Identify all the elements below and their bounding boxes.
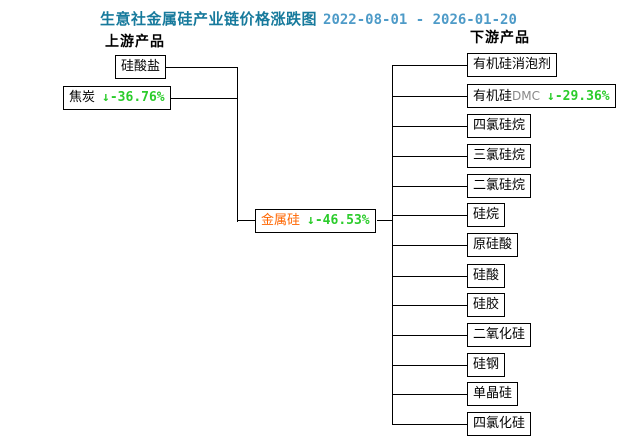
page-title: 生意社金属硅产业链价格涨跌图 2022-08-01 - 2026-01-20 [100,8,517,29]
node-label: 焦炭 [69,90,96,105]
node-label: 硅烷 [473,207,500,222]
connector-line [392,96,467,97]
price-change-badge: ↓-36.76% [102,90,165,105]
node-label: 二氧化硅 [473,327,526,342]
node-trichlorosilane: 三氯硅烷 [467,144,532,168]
node-label: 硅酸盐 [121,59,161,74]
connector-line [392,276,467,277]
connector-line [392,186,467,187]
node-label: 硅胶 [473,297,500,312]
node-label: 硅酸 [473,268,500,283]
node-tetrachlorosilane: 四氯硅烷 [467,114,532,138]
node-monocrystalline-silicon: 单晶硅 [467,382,519,406]
downstream-header: 下游产品 [470,30,530,46]
node-label: 单晶硅 [473,386,513,401]
node-silicone-dmc: 有机硅DMC ↓-29.36% [467,84,616,108]
node-label: 二氯硅烷 [473,178,526,193]
node-silicone-defoamer: 有机硅消泡剂 [467,53,558,77]
node-label: 四氯硅烷 [473,118,526,133]
connector-line [237,67,238,222]
node-label: 四氯化硅 [473,416,526,431]
connector-line [392,215,467,216]
price-change-badge: ↓-29.36% [547,89,610,104]
connector-line [237,220,256,221]
node-coke: 焦炭 ↓-36.76% [63,86,171,110]
upstream-header: 上游产品 [105,34,165,50]
connector-line [392,65,467,66]
node-silicon-dioxide: 二氧化硅 [467,323,532,347]
node-label-suffix: DMC [512,89,540,103]
connector-line [392,394,467,395]
node-silica-gel: 硅胶 [467,293,506,317]
connector-line [170,98,238,99]
node-dichlorosilane: 二氯硅烷 [467,174,532,198]
node-silicate: 硅酸盐 [115,55,167,79]
node-label: 原硅酸 [473,237,513,252]
title-text: 生意社金属硅产业链价格涨跌图 [100,10,318,28]
node-silane: 硅烷 [467,203,506,227]
node-label: 金属硅 [261,213,301,228]
node-label: 三氯硅烷 [473,148,526,163]
connector-line [392,156,467,157]
connector-line [392,245,467,246]
node-label: 硅钢 [473,357,500,372]
node-silicic-acid: 硅酸 [467,264,506,288]
node-silicon-steel: 硅钢 [467,353,506,377]
connector-line [392,365,467,366]
connector-line [166,67,238,68]
title-date-range: 2022-08-01 - 2026-01-20 [323,12,517,28]
price-change-badge: ↓-46.53% [307,213,370,228]
node-silicon-tetrachloride: 四氯化硅 [467,412,532,436]
connector-line [392,424,467,425]
connector-line [392,305,467,306]
node-label: 有机硅消泡剂 [473,57,552,72]
connector-line [377,220,393,221]
node-orthosilicic-acid: 原硅酸 [467,233,519,257]
connector-line [392,335,467,336]
connector-line [392,126,467,127]
node-metal-silicon: 金属硅 ↓-46.53% [255,209,376,233]
node-label: 有机硅 [473,89,513,104]
